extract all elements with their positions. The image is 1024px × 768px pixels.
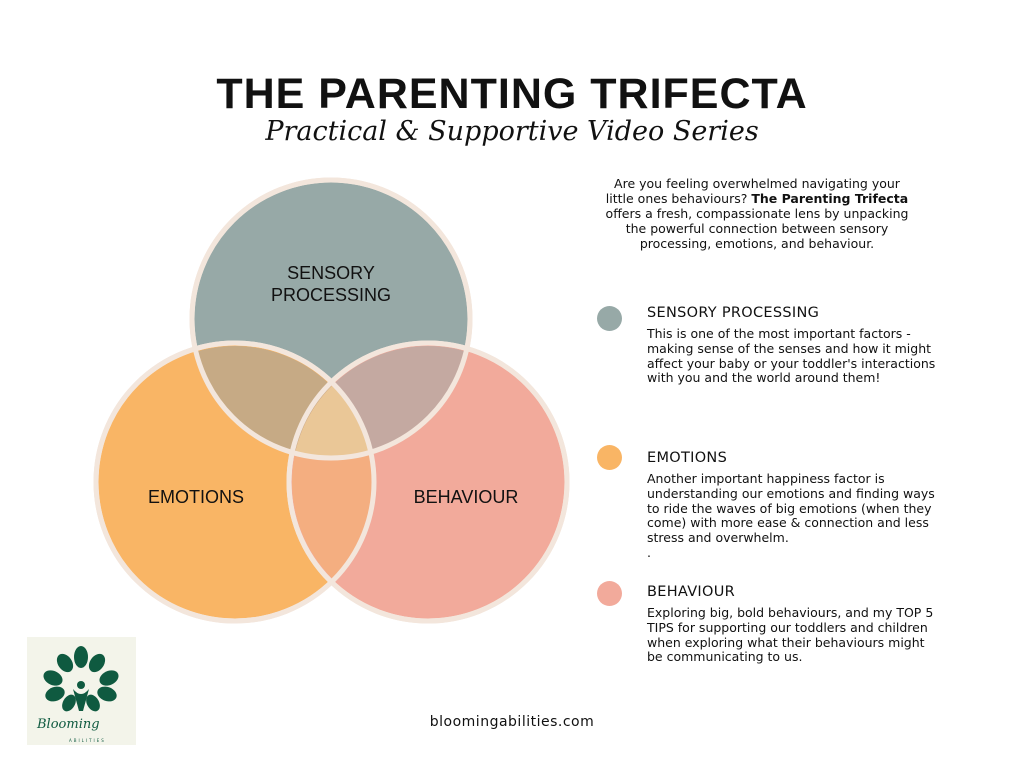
- svg-text:Blooming: Blooming: [36, 717, 100, 732]
- intro-text: Are you feeling overwhelmed navigating y…: [605, 176, 909, 251]
- overlap-sensory-emotions: [192, 346, 371, 458]
- behaviour-dot-icon: [597, 581, 622, 606]
- venn-label-behaviour: BEHAVIOUR: [413, 487, 519, 507]
- section-body: This is one of the most important factor…: [647, 326, 936, 386]
- overlap-sensory-behaviour: [292, 346, 470, 458]
- tree-leaves-icon: Blooming ABILITIES: [36, 646, 119, 743]
- blooming-abilities-logo: Blooming ABILITIES: [27, 637, 136, 745]
- page-title: THE PARENTING TRIFECTA: [216, 70, 808, 118]
- page-subtitle: Practical & Supportive Video Series: [265, 116, 759, 147]
- section-title: EMOTIONS: [647, 450, 728, 466]
- section-emotions: EMOTIONS Another important happiness fac…: [647, 450, 942, 561]
- section-behaviour: BEHAVIOUR Exploring big, bold behaviours…: [647, 584, 942, 665]
- emotions-dot-icon: [597, 445, 622, 470]
- website-url: bloomingabilities.com: [429, 714, 595, 730]
- venn-diagram: [93, 177, 570, 624]
- sensory-dot-icon: [597, 306, 622, 331]
- section-body: Another important happiness factor is un…: [647, 471, 935, 546]
- section-trail: .: [647, 544, 651, 560]
- section-title: BEHAVIOUR: [647, 584, 736, 600]
- section-sensory: SENSORY PROCESSING This is one of the mo…: [647, 305, 942, 386]
- venn-label-emotions: EMOTIONS: [147, 487, 244, 507]
- section-title: SENSORY PROCESSING: [647, 305, 820, 321]
- svg-text:ABILITIES: ABILITIES: [69, 738, 106, 743]
- section-body: Exploring big, bold behaviours, and my T…: [647, 605, 934, 665]
